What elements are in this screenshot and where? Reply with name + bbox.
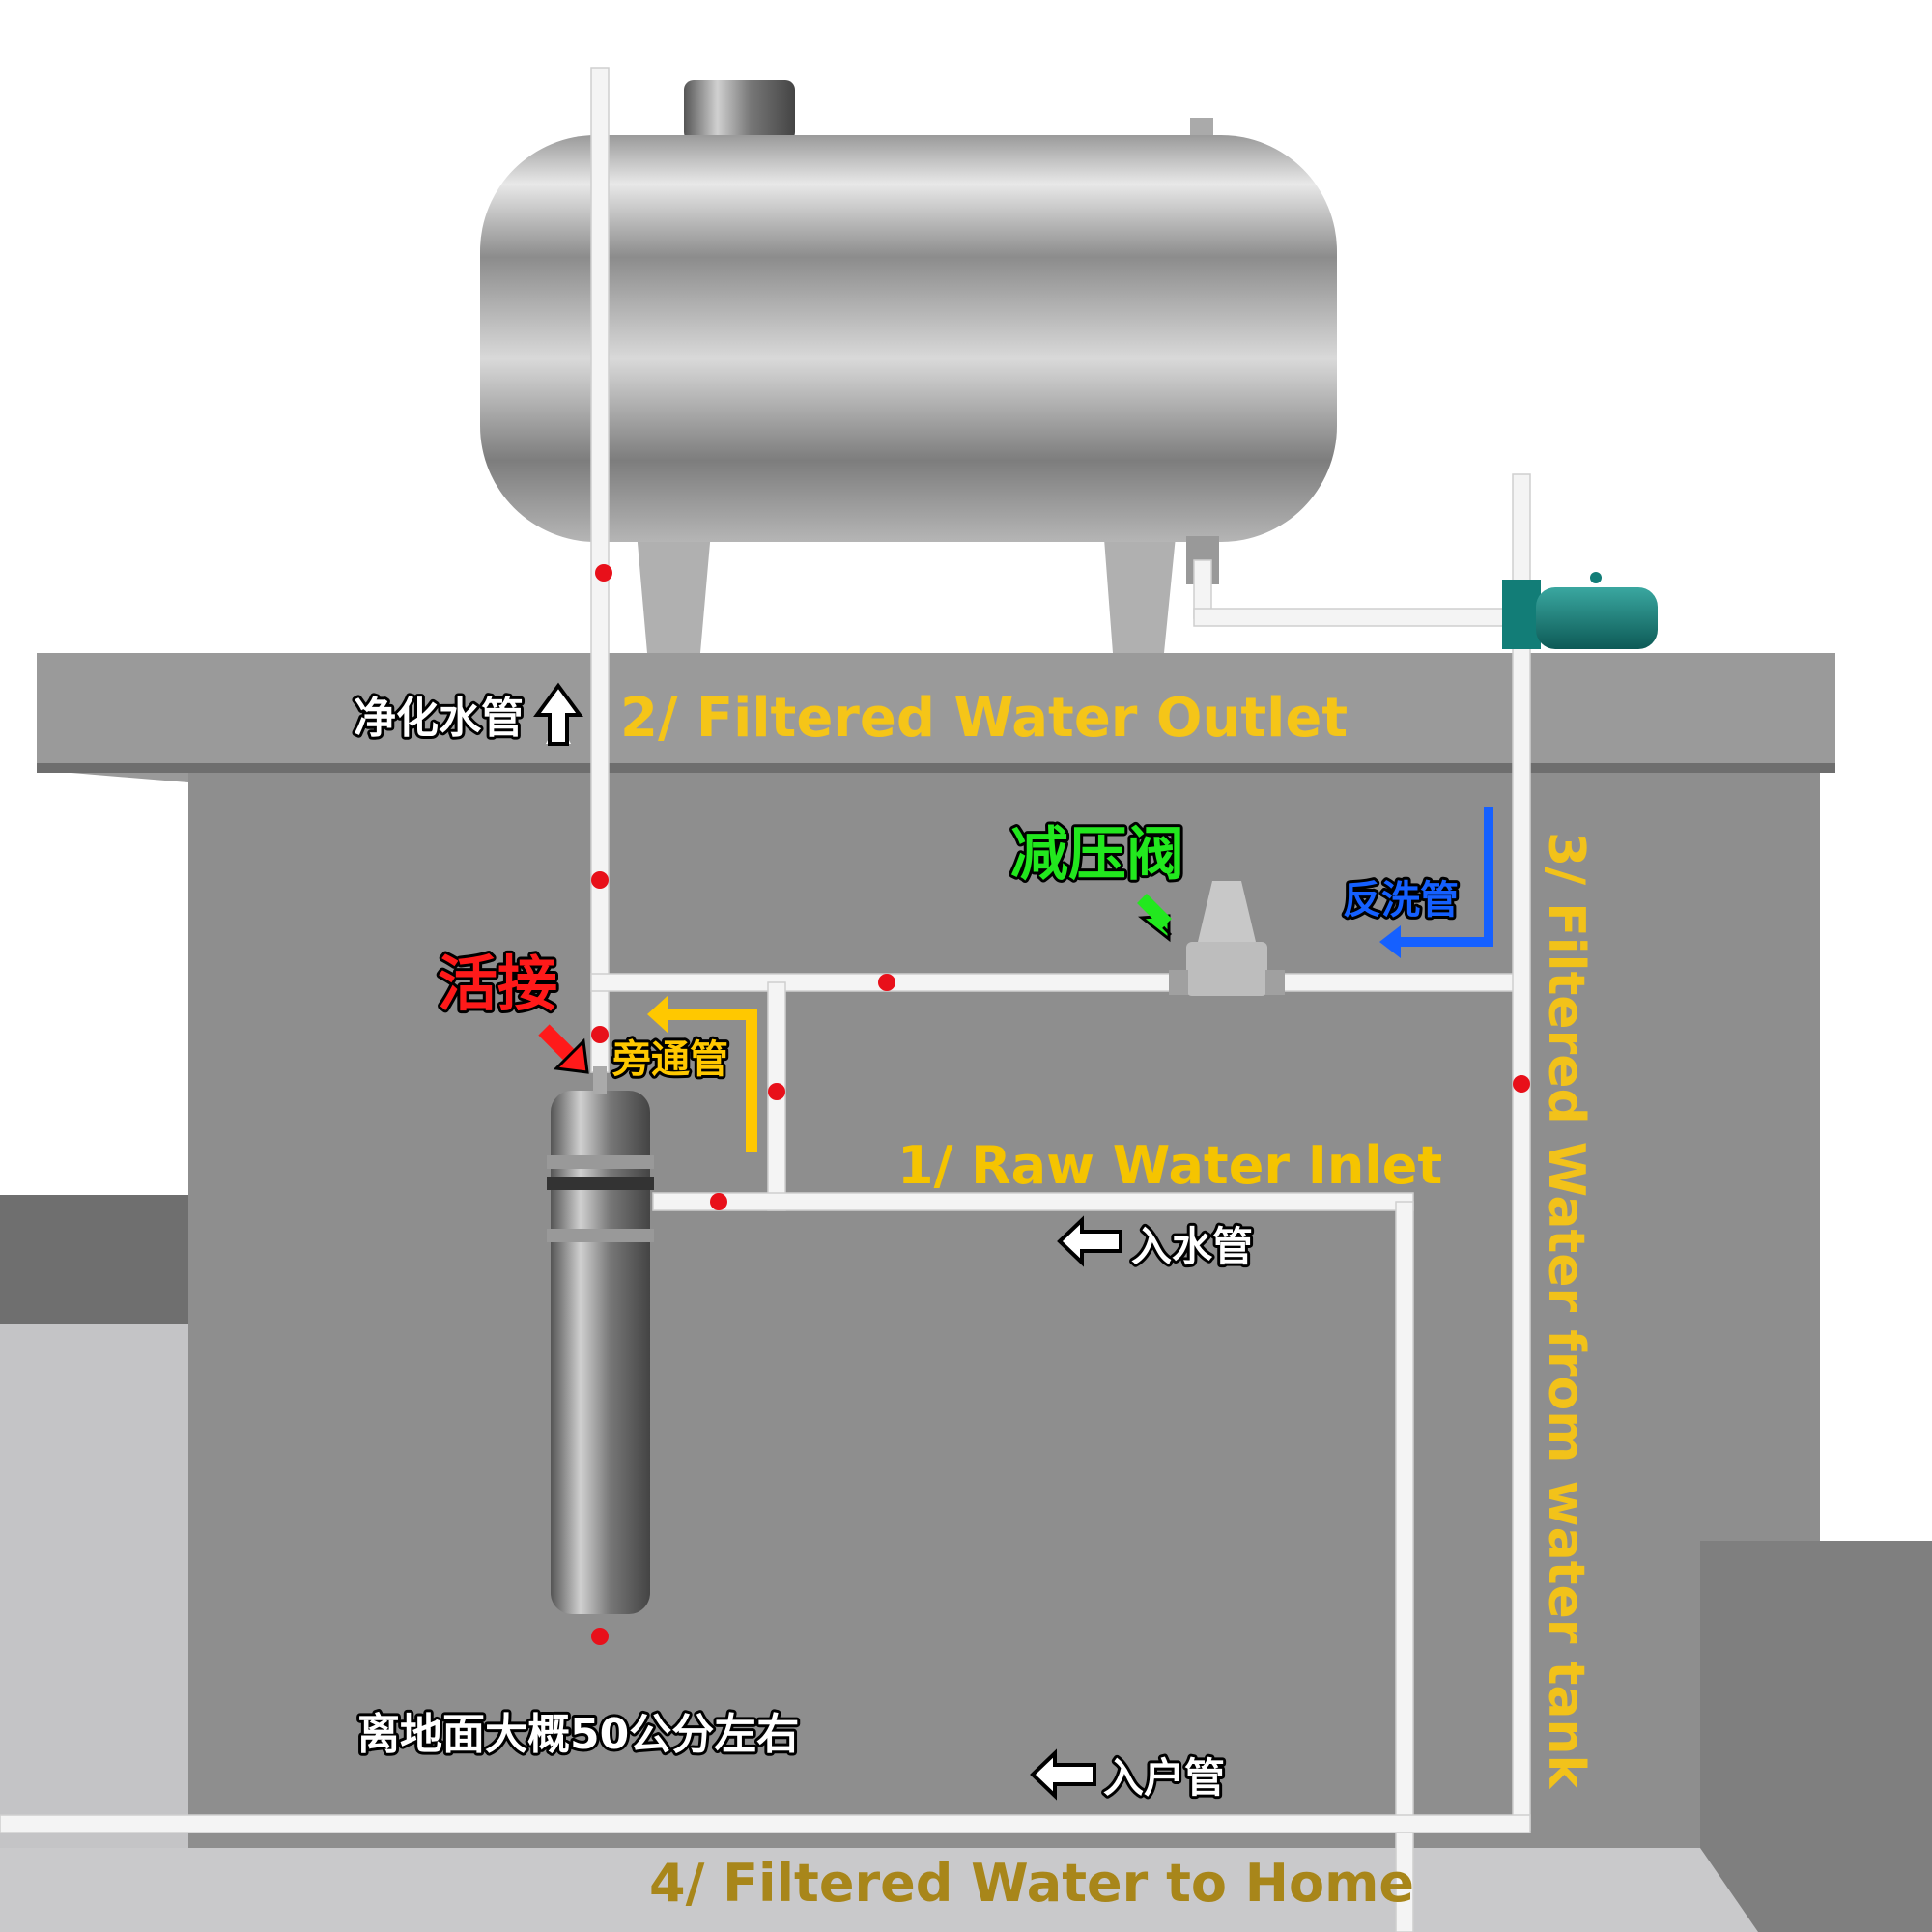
left-step — [0, 1195, 188, 1324]
backwash-arrow-line — [1391, 807, 1493, 947]
valve-filter-outlet[interactable] — [591, 1026, 609, 1043]
inlet-label-en: 1/ Raw Water Inlet — [897, 1135, 1442, 1196]
height-note: 离地面大概50公分左右 — [357, 1710, 799, 1759]
home-label-en: 4/ Filtered Water to Home — [649, 1853, 1414, 1914]
concrete-wall — [188, 770, 1820, 1848]
tank-to-pump-pipe — [1193, 608, 1504, 627]
red-arrow-icon — [553, 1037, 589, 1074]
concrete-ledge — [37, 653, 1835, 782]
bypass-arrow-icon — [647, 995, 668, 1034]
union-fitting — [593, 1066, 607, 1094]
valve-bypass[interactable] — [768, 1083, 785, 1100]
bypass-arrow-line — [662, 1009, 757, 1152]
inlet-label-cn: 入水管 — [1131, 1223, 1253, 1270]
pressure-reducing-valve — [1186, 942, 1267, 996]
valve-tank-return[interactable] — [1513, 1075, 1530, 1093]
backwash-arrow-icon — [1379, 925, 1401, 958]
pump-eyebolt — [1590, 572, 1602, 583]
valve-tank-top[interactable] — [595, 564, 612, 582]
tank-vent — [1190, 118, 1213, 139]
central-water-filter — [551, 1091, 650, 1614]
pump-head — [1502, 580, 1541, 649]
right-block — [1700, 1541, 1932, 1932]
union-label: 活接 — [438, 949, 557, 1019]
valve-drain[interactable] — [591, 1628, 609, 1645]
prv-cap — [1198, 881, 1256, 942]
pipe-network — [0, 67, 1531, 1932]
left-ground — [0, 1324, 188, 1932]
filter-band — [547, 1177, 654, 1190]
tank-manhole — [684, 80, 795, 142]
water-tank — [480, 135, 1337, 542]
home-supply-pipe — [0, 1814, 1531, 1833]
tank-return-pipe — [1512, 473, 1531, 1831]
raw-inlet-riser — [1395, 1201, 1414, 1932]
valve-outlet[interactable] — [591, 871, 609, 889]
prv-union-left — [1169, 970, 1188, 995]
bypass-label: 旁通管 — [611, 1037, 728, 1082]
inlet-left-arrow-icon — [1057, 1215, 1122, 1267]
upper-horizontal-pipe — [590, 973, 1522, 992]
prv-union-right — [1265, 970, 1285, 995]
valve-upper-horizontal[interactable] — [878, 974, 895, 991]
tank-return-label: 3/ Filtered Water from water tank — [1537, 832, 1595, 1790]
green-arrow-shaft — [1137, 894, 1172, 928]
prv-label: 减压阀 — [1010, 821, 1184, 889]
filter-clamp-top — [547, 1155, 654, 1169]
home-left-arrow-icon — [1030, 1748, 1096, 1801]
floor — [0, 1848, 1932, 1932]
home-label-cn: 入户管 — [1103, 1754, 1225, 1802]
backwash-label: 反洗管 — [1343, 878, 1459, 923]
up-arrow-icon — [533, 682, 583, 746]
filter-clamp-bottom — [547, 1229, 654, 1242]
ledge-shadow — [37, 763, 1835, 773]
ball-valves — [591, 564, 1530, 1645]
water-pump — [1536, 587, 1658, 649]
outlet-label-cn: 净化水管 — [354, 694, 524, 743]
valve-filter-inlet[interactable] — [710, 1193, 727, 1210]
outlet-label-en: 2/ Filtered Water Outlet — [620, 687, 1348, 750]
